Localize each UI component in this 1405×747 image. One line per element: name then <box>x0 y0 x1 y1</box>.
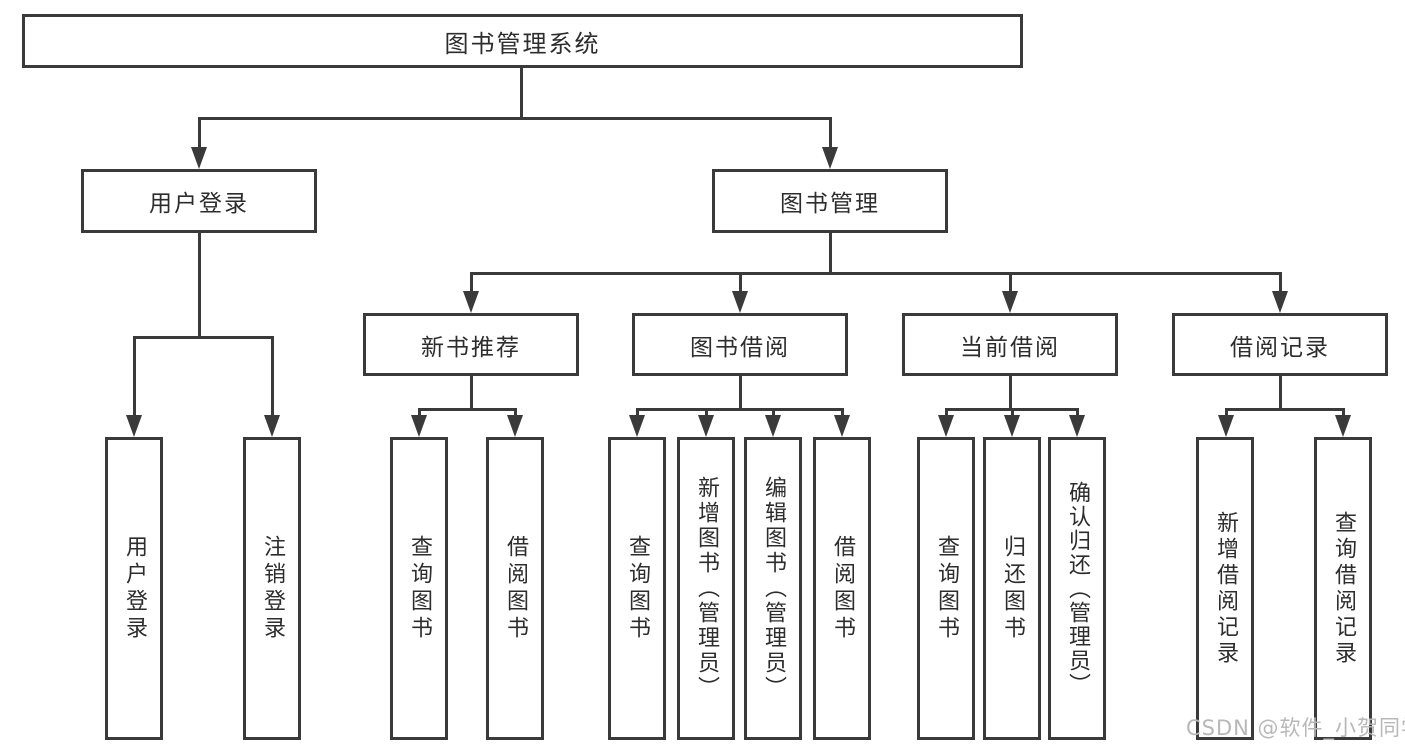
arrowhead-down-icon <box>1069 415 1085 437</box>
connector-line <box>1225 408 1228 418</box>
arrowhead-down-icon <box>191 147 207 169</box>
connector-line <box>470 376 473 411</box>
arrowhead-down-icon <box>264 415 280 437</box>
connector-line <box>636 408 639 418</box>
leaf-return-book: 归还图书 <box>983 437 1041 740</box>
connector-line <box>1225 408 1344 411</box>
leaf-query-book-current: 查询图书 <box>917 437 975 740</box>
leaf-add-book-admin: 新增图书（管理员） <box>677 437 735 740</box>
node-book-borrow: 图书借阅 <box>632 313 848 376</box>
connector-line <box>198 117 201 151</box>
connector-line <box>470 272 1282 275</box>
node-new-book-recommend: 新书推荐 <box>363 313 579 376</box>
connector-line <box>470 272 473 294</box>
connector-line <box>514 408 517 418</box>
connector-line <box>1076 408 1079 418</box>
connector-line <box>271 336 274 418</box>
leaf-borrow-book: 借阅图书 <box>813 437 871 740</box>
arrowhead-down-icon <box>765 415 781 437</box>
arrowhead-down-icon <box>463 291 479 313</box>
connector-line <box>739 376 742 411</box>
connector-line <box>705 408 708 418</box>
node-current-borrow: 当前借阅 <box>902 313 1118 376</box>
arrowhead-down-icon <box>507 415 523 437</box>
leaf-borrow-book-recommend: 借阅图书 <box>486 437 544 740</box>
arrowhead-down-icon <box>834 415 850 437</box>
connector-line <box>1279 376 1282 411</box>
leaf-add-borrow-record: 新增借阅记录 <box>1196 437 1254 740</box>
arrowhead-down-icon <box>126 415 142 437</box>
node-book-management: 图书管理 <box>712 169 948 233</box>
leaf-user-login: 用户登录 <box>105 437 163 740</box>
arrowhead-down-icon <box>1335 415 1351 437</box>
node-user-login: 用户登录 <box>81 169 317 233</box>
connector-line <box>739 272 742 294</box>
connector-line <box>636 408 844 411</box>
connector-line <box>841 408 844 418</box>
node-root: 图书管理系统 <box>22 14 1023 68</box>
leaf-confirm-return-admin: 确认归还（管理员） <box>1048 437 1106 740</box>
leaf-query-book-recommend: 查询图书 <box>390 437 448 740</box>
arrowhead-down-icon <box>698 415 714 437</box>
connector-line <box>133 336 274 339</box>
connector-line <box>1009 272 1012 294</box>
arrowhead-down-icon <box>1218 415 1234 437</box>
connector-line <box>520 68 523 117</box>
leaf-logout: 注销登录 <box>243 437 301 740</box>
connector-line <box>829 117 832 151</box>
connector-line <box>1279 272 1282 294</box>
connector-line <box>1342 408 1345 418</box>
arrowhead-down-icon <box>1004 415 1020 437</box>
arrowhead-down-icon <box>938 415 954 437</box>
connector-line <box>198 233 201 339</box>
connector-line <box>1009 376 1012 411</box>
connector-line <box>772 408 775 418</box>
connector-line <box>133 336 136 418</box>
arrowhead-down-icon <box>411 415 427 437</box>
connector-line <box>418 408 517 411</box>
connector-line <box>1011 408 1014 418</box>
arrowhead-down-icon <box>1272 291 1288 313</box>
leaf-query-book-borrow: 查询图书 <box>608 437 666 740</box>
arrowhead-down-icon <box>1002 291 1018 313</box>
node-borrow-records: 借阅记录 <box>1172 313 1388 376</box>
arrowhead-down-icon <box>732 291 748 313</box>
connector-line <box>418 408 421 418</box>
connector-line <box>198 117 831 120</box>
leaf-query-borrow-record: 查询借阅记录 <box>1314 437 1372 740</box>
connector-line <box>829 233 832 274</box>
connector-line <box>945 408 948 418</box>
arrowhead-down-icon <box>822 147 838 169</box>
watermark: CSDN @软件_小贺同学 <box>1186 716 1405 740</box>
leaf-edit-book-admin: 编辑图书（管理员） <box>744 437 802 740</box>
arrowhead-down-icon <box>629 415 645 437</box>
